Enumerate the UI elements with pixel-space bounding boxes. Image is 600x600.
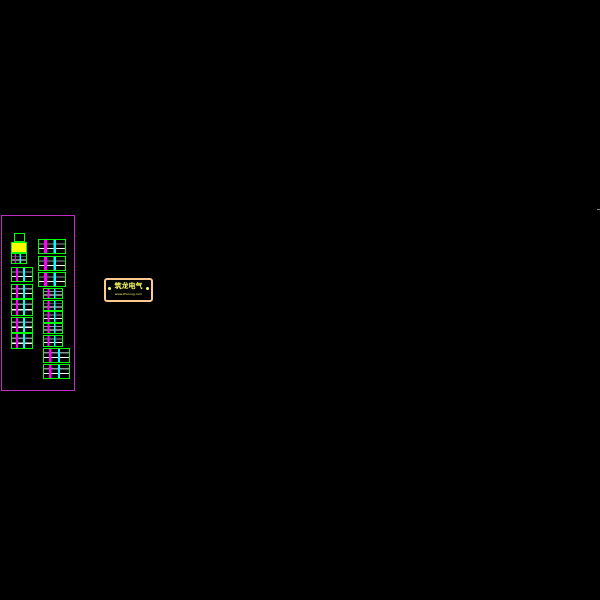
drawing-frame (1, 215, 75, 391)
drawing-sheet[interactable] (11, 333, 33, 349)
drawing-sheet[interactable] (43, 300, 63, 311)
drawing-sheet[interactable] (43, 323, 63, 334)
drawing-sheet[interactable] (38, 239, 66, 254)
drawing-sheet[interactable] (43, 364, 70, 379)
drawing-sheet[interactable] (11, 267, 33, 282)
drawing-sheet[interactable] (43, 288, 63, 299)
edge-mark (597, 209, 600, 210)
watermark-stamp: 筑龙电气 www.zhulong.com (104, 278, 153, 302)
stamp-dot-icon (146, 287, 149, 290)
drawing-sheet[interactable] (38, 272, 66, 287)
drawing-sheet[interactable] (11, 242, 27, 253)
drawing-sheet[interactable] (43, 335, 63, 347)
stamp-url: www.zhulong.com (114, 292, 143, 296)
drawing-sheet[interactable] (11, 317, 33, 333)
drawing-sheet[interactable] (11, 284, 33, 299)
drawing-sheet[interactable] (14, 233, 25, 242)
drawing-sheet[interactable] (43, 311, 63, 323)
stamp-title: 筑龙电气 (114, 282, 143, 290)
stamp-dot-icon (108, 287, 111, 290)
drawing-sheet[interactable] (11, 253, 27, 264)
drawing-sheet[interactable] (43, 348, 70, 363)
drawing-sheet[interactable] (11, 299, 33, 316)
drawing-sheet[interactable] (38, 256, 66, 271)
